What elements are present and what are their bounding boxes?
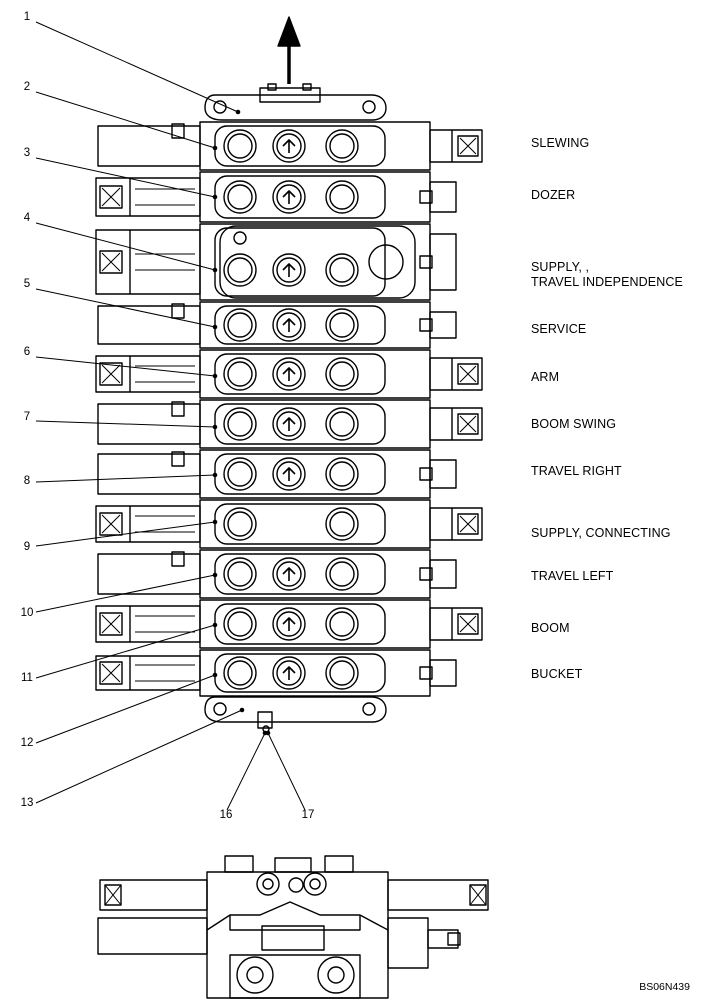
callout-9: 9 [23, 541, 31, 553]
callout-17: 17 [301, 809, 315, 821]
callout-12: 12 [20, 737, 34, 749]
section-label-boom-swing: BOOM SWING [531, 417, 617, 431]
leader-line [35, 356, 216, 377]
leader-line [35, 709, 243, 804]
leader-dot [235, 109, 241, 115]
section-label-travel-independence: TRAVEL INDEPENDENCE [531, 275, 683, 289]
leader-dot [212, 373, 218, 379]
leader-line [35, 157, 216, 198]
leader-line [35, 474, 216, 483]
section-label-supply-connecting: SUPPLY, CONNECTING [531, 526, 671, 540]
leader-line [35, 288, 216, 328]
leader-dot [212, 424, 218, 430]
leader-dot [212, 672, 218, 678]
leader-dot [212, 324, 218, 330]
callout-13: 13 [20, 797, 34, 809]
valve-section [95, 499, 483, 549]
leader-line [35, 21, 239, 113]
valve-section [95, 171, 457, 223]
callout-leaders [35, 21, 306, 811]
section-label-dozer: DOZER [531, 188, 576, 202]
callout-6: 6 [23, 346, 31, 358]
valve-section [95, 649, 457, 697]
section-label-travel-left: TRAVEL LEFT [531, 569, 614, 583]
leader-line [35, 420, 216, 428]
leader-dot [265, 730, 271, 736]
callout-1: 1 [23, 11, 31, 23]
valve-section [97, 549, 457, 599]
section-label-boom: BOOM [531, 621, 570, 635]
leader-dot [212, 572, 218, 578]
callout-4: 4 [23, 212, 31, 224]
section-label-supply: SUPPLY, , [531, 260, 590, 274]
leader-dot [212, 194, 218, 200]
valve-section [95, 349, 483, 399]
direction-arrow [277, 16, 301, 84]
leader-line [35, 674, 216, 744]
callout-10: 10 [20, 607, 34, 619]
valve-section [97, 121, 483, 171]
callout-3: 3 [23, 147, 31, 159]
callout-16: 16 [219, 809, 233, 821]
valve-sections [95, 121, 483, 697]
callout-2: 2 [23, 81, 31, 93]
leader-dot [239, 707, 245, 713]
section-label-bucket: BUCKET [531, 667, 583, 681]
leader-line [35, 574, 216, 613]
leader-line [35, 521, 216, 547]
leader-line [35, 91, 216, 149]
leader-dot [212, 472, 218, 478]
top-end-cap [204, 83, 387, 121]
drawing-code: BS06N439 [639, 981, 690, 993]
section-label-service: SERVICE [531, 322, 587, 336]
callout-7: 7 [23, 411, 31, 423]
valve-section [97, 301, 457, 349]
valve-section [95, 599, 483, 649]
leader-dot [212, 267, 218, 273]
leader-line [267, 732, 306, 811]
valve-section [97, 449, 457, 499]
section-label-arm: ARM [531, 370, 560, 384]
leader-line [35, 222, 216, 271]
leader-line [35, 624, 216, 679]
leader-line [226, 732, 266, 811]
callout-5: 5 [23, 278, 31, 290]
callout-11: 11 [21, 672, 33, 684]
end-view [97, 855, 489, 999]
section-label-slewing: SLEWING [531, 136, 590, 150]
valve-section [95, 223, 457, 301]
leader-dot [212, 519, 218, 525]
valve-section [97, 399, 483, 449]
callout-8: 8 [23, 475, 31, 487]
leader-dot [212, 622, 218, 628]
leader-dot [212, 145, 218, 151]
section-label-travel-right: TRAVEL RIGHT [531, 464, 622, 478]
